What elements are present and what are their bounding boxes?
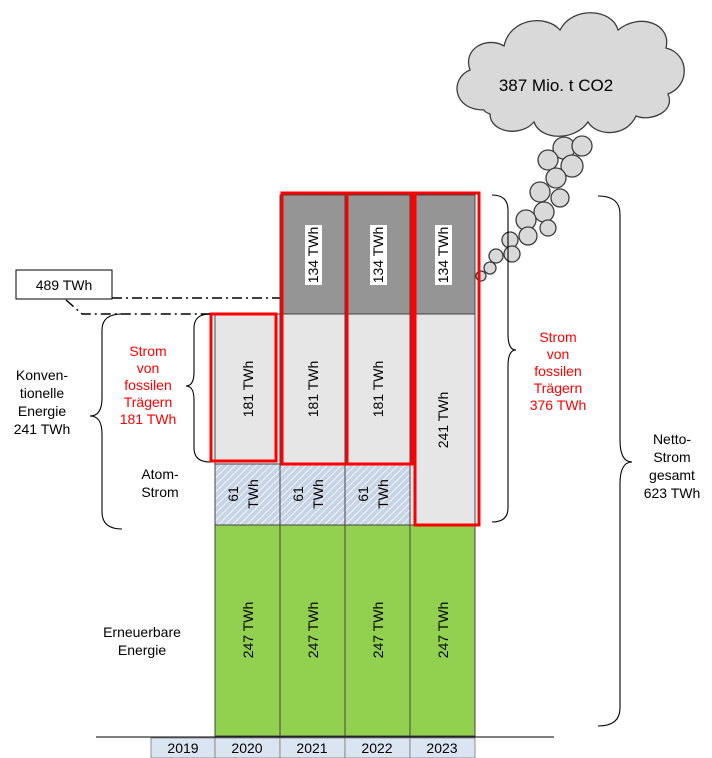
renewable-line-1: Erneuerbare [103, 624, 181, 640]
year-label-2019: 2019 [167, 740, 198, 756]
label-extra-fossil-2022: 134 TWh [370, 227, 386, 284]
fossil-left-line-5: 181 TWh [120, 411, 177, 427]
fossil-right-line-2: von [547, 346, 570, 362]
bar-fossil-2020 [214, 313, 281, 465]
bar-fossil-2022 [344, 313, 411, 465]
nuclear-line-1: Atom- [141, 466, 179, 482]
renewable-line-2: Energie [118, 642, 166, 658]
box-489-twh [15, 269, 113, 300]
net-line-3: gesamt [649, 467, 695, 483]
label-nuclear-value-2020: 61 [225, 486, 241, 502]
highlight-2022 [345, 191, 414, 466]
fossil-right-line-5: 376 TWh [530, 397, 587, 413]
highlight-2023 [413, 191, 481, 527]
label-nuclear-unit-2020: TWh [245, 479, 261, 509]
nuclear-line-2: Strom [141, 484, 178, 500]
label-renewable-2022: 247 TWh [370, 602, 386, 659]
bar-fossil-2021 [279, 313, 346, 465]
bar-nuclear-2022 [344, 463, 411, 526]
label-extra-fossil-2021: 134 TWh [305, 227, 321, 284]
value-labels: 247 TWh 247 TWh 247 TWh 247 TWh 61 TWh 6… [225, 225, 452, 658]
year-label-2023: 2023 [426, 740, 457, 756]
brace-fossil-right [491, 194, 517, 523]
label-renewable-2021: 247 TWh [305, 602, 321, 659]
renewable-bars [214, 524, 476, 737]
year-label-2020: 2020 [231, 740, 262, 756]
brace-conventional [89, 313, 123, 530]
braces [89, 194, 633, 727]
label-nuclear-value-2022: 61 [355, 486, 371, 502]
line-489-twh [65, 297, 303, 315]
bar-fossil-2023 [409, 313, 476, 526]
bar-renewable-2022 [344, 524, 411, 737]
net-line-1: Netto- [653, 431, 691, 447]
conventional-line-3: Energie [18, 403, 66, 419]
fossil-left-text: Strom von fossilen Trägern 181 TWh [120, 343, 177, 427]
label-fossil-2023: 241 TWh [435, 392, 451, 449]
bar-nuclear-2020 [214, 463, 281, 526]
year-axis: 2019 2020 2021 2022 2023 [150, 737, 476, 758]
cloud-label: 387 Mio. t CO2 [499, 76, 613, 95]
fossil-left-line-2: von [137, 360, 160, 376]
label-nuclear-value-2021: 61 [290, 486, 306, 502]
label-fossil-2021: 181 TWh [305, 361, 321, 418]
brace-fossil-left [185, 313, 211, 463]
fossil-left-line-3: fossilen [124, 377, 171, 393]
bar-renewable-2021 [279, 524, 346, 737]
label-renewable-2023: 247 TWh [435, 602, 451, 659]
label-fossil-2020: 181 TWh [240, 361, 256, 418]
conventional-line-4: 241 TWh [14, 421, 71, 437]
highlight-2020 [209, 312, 278, 463]
fossil-right-line-4: Trägern [534, 380, 583, 396]
label-nuclear-unit-2021: TWh [310, 479, 326, 509]
label-fossil-2022: 181 TWh [370, 361, 386, 418]
net-line-4: 623 TWh [644, 485, 701, 501]
renewable-text: Erneuerbare Energie [103, 624, 181, 658]
fossil-right-line-1: Strom [539, 329, 576, 345]
co2-cloud: 387 Mio. t CO2 [456, 12, 685, 282]
box-489-label: 489 TWh [36, 277, 93, 293]
brace-net-total [597, 195, 633, 727]
nuclear-text: Atom- Strom [141, 466, 179, 500]
label-nuclear-unit-2022: TWh [375, 479, 391, 509]
year-cell-2023 [409, 737, 476, 758]
label-extra-fossil-2023: 134 TWh [435, 227, 451, 284]
conventional-line-1: Konven- [16, 367, 68, 383]
year-label-2021: 2021 [296, 740, 327, 756]
fossil-right-line-3: fossilen [534, 363, 581, 379]
net-line-2: Strom [653, 449, 690, 465]
conventional-line-2: tionelle [20, 385, 65, 401]
conventional-text: Konven- tionelle Energie 241 TWh [14, 367, 71, 437]
net-total-text: Netto- Strom gesamt 623 TWh [644, 431, 701, 501]
label-renewable-2020: 247 TWh [240, 602, 256, 659]
year-label-2022: 2022 [361, 740, 392, 756]
fossil-right-text: Strom von fossilen Trägern 376 TWh [530, 329, 587, 413]
nuclear-bars [214, 463, 411, 526]
red-highlights [209, 191, 481, 527]
fossil-left-line-1: Strom [129, 343, 166, 359]
fossil-left-line-4: Trägern [124, 394, 173, 410]
bar-renewable-2023 [409, 524, 476, 737]
fossil-bars [214, 313, 476, 526]
